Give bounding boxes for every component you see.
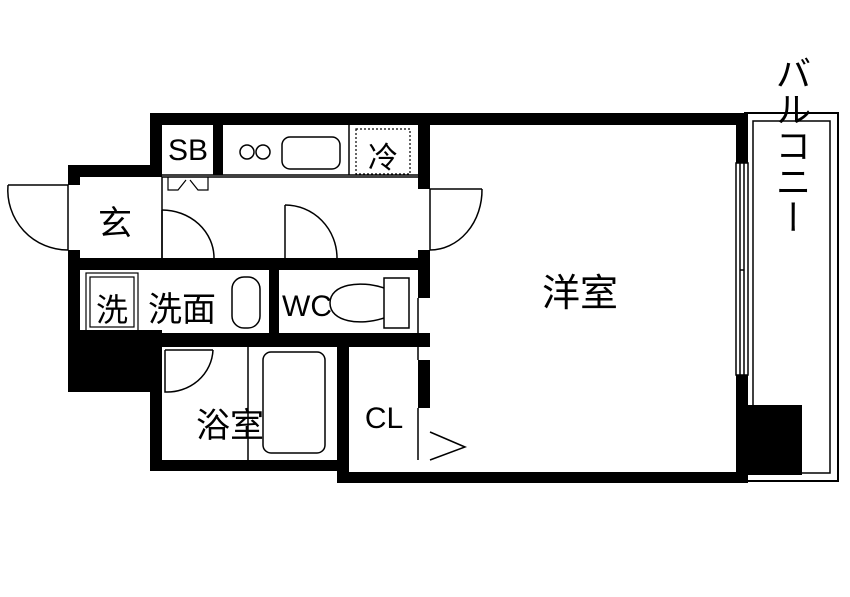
sink-icon — [281, 136, 341, 170]
balcony-window — [735, 162, 749, 376]
closet-door — [429, 431, 468, 461]
toilet-label: WC — [282, 290, 332, 323]
wash-basin-icon — [231, 276, 261, 329]
closet-label: CL — [365, 402, 403, 435]
burner-icon — [239, 144, 255, 160]
bathroom-label: 浴室 — [196, 406, 264, 446]
bath-door — [164, 349, 214, 393]
washer-label: 洗 — [96, 291, 128, 329]
bathtub-icon — [262, 351, 326, 454]
living-door — [429, 188, 483, 251]
shoe-box-door — [167, 177, 209, 191]
western-room-label: 洋室 — [542, 271, 618, 315]
fridge-space — [355, 128, 411, 175]
toilet-icon — [329, 277, 410, 329]
washer-space — [85, 272, 139, 332]
kitchen-counter — [239, 136, 341, 170]
entrance-door — [7, 184, 69, 251]
washroom-label: 洗面 — [148, 290, 216, 330]
entrance-label: 玄 — [98, 204, 132, 244]
shoe-box-label: SB — [168, 134, 208, 167]
hall-doors — [161, 204, 338, 259]
interior-walls — [68, 113, 430, 483]
fridge-label: 冷 — [368, 141, 398, 176]
balcony-label: バルコニー — [770, 55, 811, 235]
burner-icon — [255, 144, 271, 160]
